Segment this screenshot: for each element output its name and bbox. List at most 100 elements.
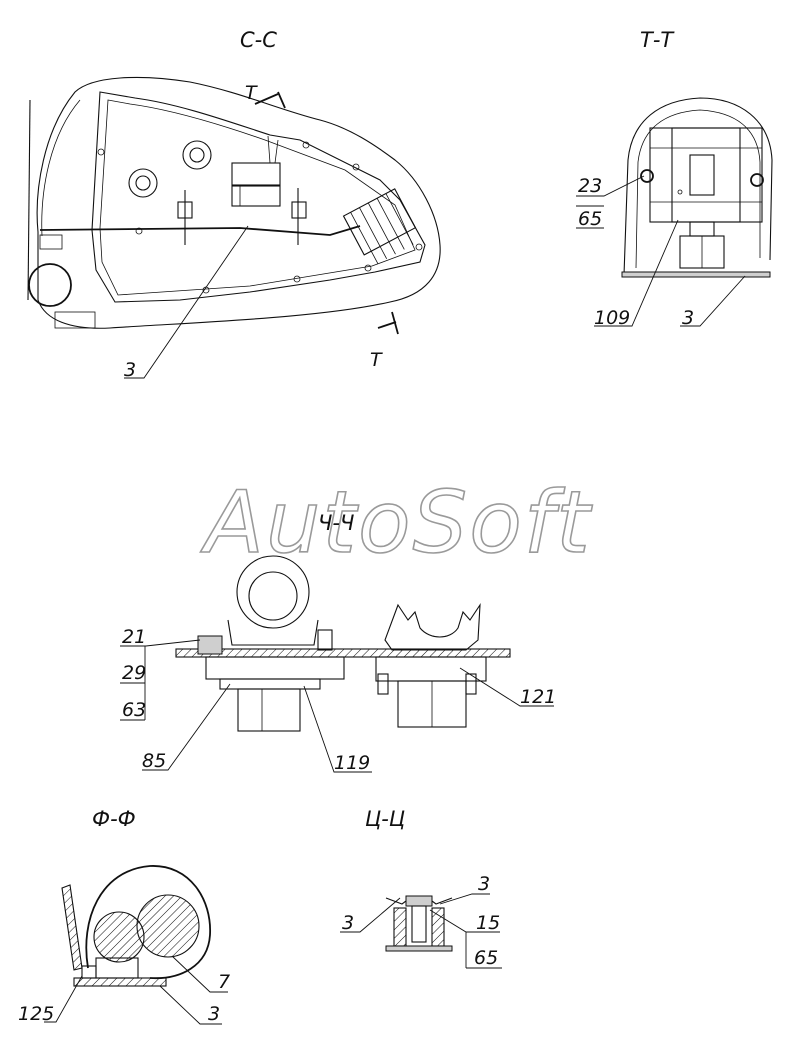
callout-ch-119: 119 <box>334 752 370 774</box>
view-tt: Т-Т 23 65 109 3 <box>576 28 773 329</box>
leader-ts-3b <box>439 893 490 905</box>
chch-left-nut <box>197 635 223 655</box>
inner-plate <box>91 91 426 303</box>
hole <box>135 227 143 235</box>
chch-left-flange <box>205 656 345 680</box>
view-tsts: Ц-Ц 3 3 15 65 <box>340 807 502 969</box>
ff-loop <box>85 865 211 980</box>
section-edge <box>39 225 361 236</box>
ff-clip-tab <box>81 965 97 979</box>
callout-ts-65: 65 <box>474 947 498 969</box>
chch-right-cradle <box>384 603 481 651</box>
hole <box>293 275 301 283</box>
leader-ff-125 <box>44 975 83 1023</box>
bottom-foot <box>54 311 96 329</box>
tt-motor-body <box>649 127 763 223</box>
view-cc-title: С-С <box>240 28 277 52</box>
leader-cc-3 <box>124 225 249 379</box>
fuse-line-3 <box>367 202 390 242</box>
fuse-pins <box>370 232 414 264</box>
view-ff: Ф-Ф 7 125 3 <box>18 807 230 1025</box>
cut-mark-bottom: Т <box>370 349 383 371</box>
housing-outline <box>36 76 441 329</box>
callout-ff-3: 3 <box>208 1003 220 1025</box>
inner-plate-flange <box>99 99 416 296</box>
ts-body-right <box>431 907 445 947</box>
fuse-block-body <box>342 188 417 256</box>
hole <box>364 264 372 272</box>
ff-side-wall <box>61 884 83 971</box>
cut-arrow-bottom <box>377 321 397 329</box>
leader-ts-3a <box>340 897 401 933</box>
chch-right-tab-left <box>377 673 389 695</box>
cut-tick-bottom <box>391 311 399 335</box>
callout-tt-23: 23 <box>578 175 602 197</box>
watermark: AutoSoft <box>200 473 593 573</box>
chch-left-drum-inner <box>248 571 298 621</box>
callout-ff-7: 7 <box>218 971 230 993</box>
fuse-block <box>342 188 417 264</box>
ts-bolt-shank <box>411 905 427 943</box>
fuse-line-1 <box>350 212 372 252</box>
fuse-line-4 <box>376 198 399 238</box>
pulley-upper <box>182 140 212 170</box>
leader-tt-23 <box>576 175 645 197</box>
leader-ch-85 <box>142 683 231 771</box>
view-chch: Ч-Ч 21 29 63 85 119 121 <box>120 511 556 774</box>
callout-ch-85: 85 <box>142 750 166 772</box>
ff-base <box>73 977 167 987</box>
view-chch-title: Ч-Ч <box>318 511 354 535</box>
leader-ch-121 <box>459 667 554 707</box>
tt-bolt-left <box>640 169 654 183</box>
leader-ff-3 <box>159 985 222 1025</box>
coil-circle <box>28 263 72 307</box>
tt-dot <box>677 189 683 195</box>
tt-motor-center <box>671 127 741 223</box>
callout-tt-65: 65 <box>578 208 602 230</box>
callout-ch-63: 63 <box>122 699 146 721</box>
callout-ch-121: 121 <box>520 686 556 708</box>
ff-cable-left <box>93 911 145 963</box>
callout-ch-29: 29 <box>122 662 146 684</box>
leader-tt-109 <box>594 219 679 327</box>
ts-base <box>385 945 453 952</box>
pulley-upper-hub <box>189 147 205 163</box>
left-frame-line <box>27 99 31 301</box>
view-tt-title: Т-Т <box>640 28 675 52</box>
tt-bolt-right <box>750 173 764 187</box>
hole <box>97 148 105 156</box>
cut-tick-top <box>277 91 286 109</box>
ts-body-left <box>393 907 407 947</box>
clamp-right <box>291 201 307 219</box>
ff-cable-right <box>136 894 200 958</box>
leader-ch-119 <box>303 685 372 773</box>
tt-motor-window <box>689 154 715 196</box>
callout-ts-3b: 3 <box>478 873 490 895</box>
chch-left-collar <box>219 678 321 690</box>
callout-tt-3: 3 <box>682 307 694 329</box>
ts-bolt-head <box>405 895 433 907</box>
coil-bracket <box>39 234 63 250</box>
pulley-lower-hub <box>135 175 151 191</box>
leader-ch-21 <box>120 639 201 647</box>
tt-base-plate <box>621 271 771 278</box>
callout-ch-21: 21 <box>122 626 146 648</box>
hole <box>302 141 310 149</box>
chch-right-flange <box>375 656 487 682</box>
fuse-line-2 <box>359 207 381 247</box>
view-cc: С-С Т Т <box>27 28 441 381</box>
mounting-holes <box>97 141 423 294</box>
leader-tt-3 <box>680 275 746 327</box>
housing-inner-edge <box>41 99 81 237</box>
cut-arrow-top <box>254 93 279 105</box>
relay-wires <box>267 135 279 164</box>
tt-inner-arch <box>635 109 761 269</box>
callout-ts-15: 15 <box>476 912 500 934</box>
cut-mark-top: Т <box>245 82 258 104</box>
chch-left-bracket <box>317 629 333 651</box>
view-ff-title: Ф-Ф <box>92 807 136 831</box>
relay-block-upper <box>231 162 281 186</box>
tt-outer-arch <box>623 97 773 276</box>
callout-ts-3a: 3 <box>342 912 354 934</box>
